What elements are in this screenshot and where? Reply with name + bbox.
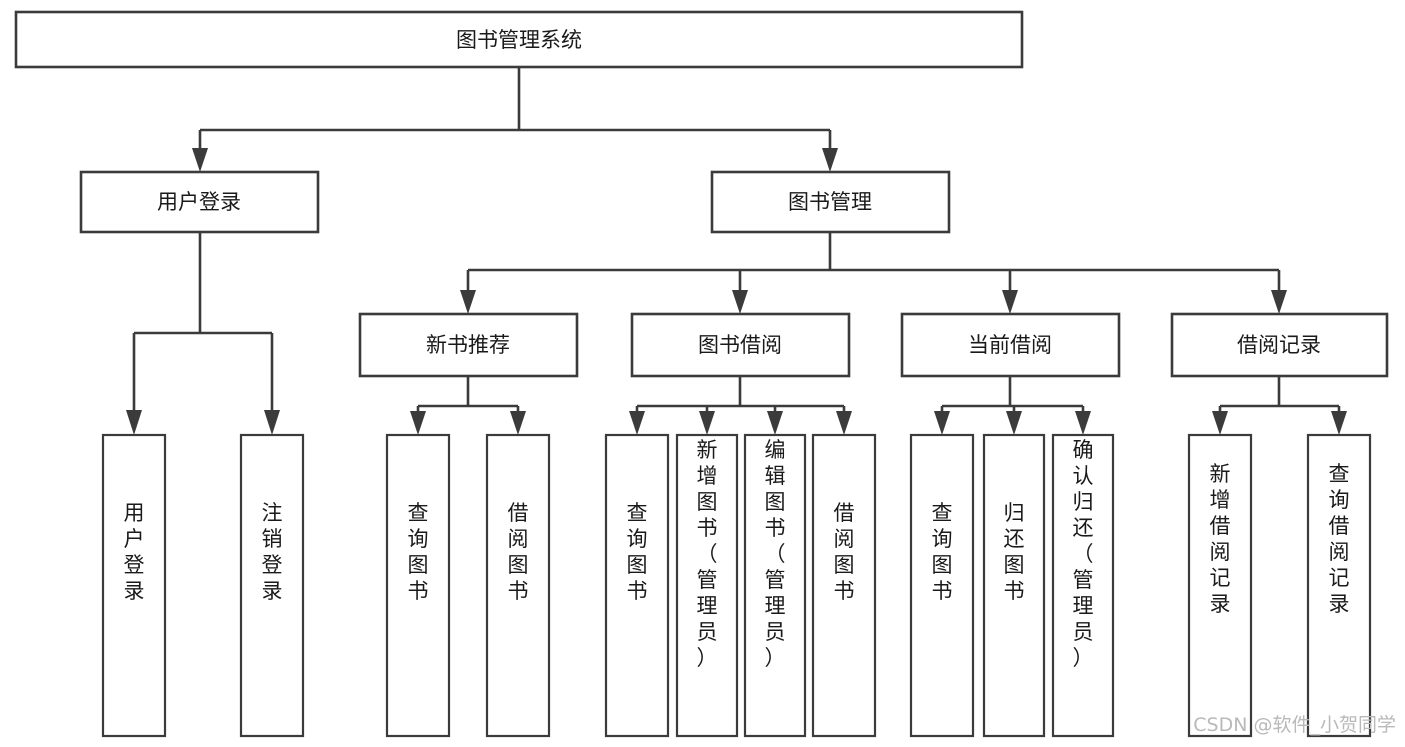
- arrow-head-to-leaf-return-book: [1006, 411, 1022, 435]
- arrow-head-to-book-manage: [822, 148, 838, 172]
- node-leaf-borrow-book-rec-label: 借阅图书: [508, 501, 529, 603]
- arrow-head-to-leaf-add-book: [699, 411, 715, 435]
- node-user-login-label: 用户登录: [157, 190, 241, 214]
- arrow-head-to-leaf-query-record: [1331, 411, 1347, 435]
- node-leaf-user-login-label: 用户登录: [124, 501, 145, 603]
- node-new-book-recommend-box[interactable]: [358, 312, 579, 378]
- arrow-head-to-leaf-query-book-brw: [629, 411, 645, 435]
- node-leaf-add-record-label: 新增借阅记录: [1210, 462, 1231, 616]
- node-borrow-record-label: 借阅记录: [1237, 333, 1321, 357]
- node-book-borrow-box[interactable]: [630, 312, 851, 378]
- node-leaf-query-record-box[interactable]: [1306, 433, 1372, 738]
- arrow-head-to-leaf-query-book-cur: [934, 411, 950, 435]
- node-book-manage-box[interactable]: [710, 170, 951, 234]
- node-leaf-query-record[interactable]: 查询借阅记录: [1306, 433, 1372, 738]
- arrow-head-to-book-borrow: [732, 290, 748, 314]
- connector-book-borrow-to-leaves: [635, 376, 846, 420]
- csdn-watermark: CSDN @软件_小贺同学: [1193, 714, 1396, 736]
- node-leaf-user-login-box[interactable]: [101, 433, 167, 738]
- connector-user-login-to-leaves: [132, 232, 274, 420]
- node-leaf-confirm-return-box[interactable]: [1051, 433, 1115, 738]
- node-leaf-query-book-brw-box[interactable]: [604, 433, 670, 738]
- node-leaf-query-book-cur-box[interactable]: [909, 433, 975, 738]
- node-new-book-recommend[interactable]: 新书推荐: [358, 312, 579, 378]
- node-leaf-logout-label: 注销登录: [262, 501, 283, 603]
- node-root-box[interactable]: [14, 10, 1024, 69]
- arrow-head-to-user-login: [192, 148, 208, 172]
- node-new-book-recommend-label: 新书推荐: [426, 333, 510, 357]
- node-book-manage-label: 图书管理: [788, 190, 872, 214]
- node-current-borrow-label: 当前借阅: [968, 333, 1052, 357]
- connector-book-manage-to-level3: [466, 232, 1281, 300]
- node-user-login[interactable]: 用户登录: [79, 170, 320, 234]
- node-leaf-confirm-return-label: 确认归还（管理员）: [1073, 438, 1094, 670]
- node-leaf-return-book-label: 归还图书: [1004, 501, 1025, 603]
- node-leaf-borrow-book-rec-box[interactable]: [485, 433, 551, 738]
- arrow-head-to-new-book-recommend: [460, 290, 476, 314]
- node-leaf-borrow-book-brw[interactable]: 借阅图书: [811, 433, 877, 738]
- node-leaf-add-book-label: 新增图书（管理员）: [697, 438, 718, 670]
- arrow-head-to-current-borrow: [1002, 290, 1018, 314]
- node-book-borrow[interactable]: 图书借阅: [630, 312, 851, 378]
- node-leaf-borrow-book-brw-box[interactable]: [811, 433, 877, 738]
- connector-new-book-recommend-to-leaves: [416, 376, 520, 420]
- node-leaf-logout-box[interactable]: [239, 433, 305, 738]
- node-leaf-query-book-rec-label: 查询图书: [408, 501, 429, 603]
- arrow-head-to-leaf-borrow-book-brw: [836, 411, 852, 435]
- node-leaf-return-book[interactable]: 归还图书: [982, 433, 1046, 738]
- node-leaf-borrow-book-rec[interactable]: 借阅图书: [485, 433, 551, 738]
- node-borrow-record[interactable]: 借阅记录: [1170, 312, 1389, 378]
- arrow-head-to-leaf-logout: [264, 410, 280, 435]
- arrow-head-to-leaf-borrow-book-rec: [510, 411, 526, 435]
- arrow-head-to-borrow-record: [1271, 290, 1287, 314]
- node-leaf-user-login[interactable]: 用户登录: [101, 433, 167, 738]
- arrow-head-to-leaf-add-record: [1212, 411, 1228, 435]
- arrow-head-to-leaf-query-book-rec: [410, 411, 426, 435]
- arrow-head-to-leaf-user-login: [126, 410, 142, 435]
- node-leaf-edit-book[interactable]: 编辑图书（管理员）: [743, 433, 807, 738]
- node-current-borrow[interactable]: 当前借阅: [900, 312, 1121, 378]
- node-leaf-logout[interactable]: 注销登录: [239, 433, 305, 738]
- node-leaf-query-book-cur[interactable]: 查询图书: [909, 433, 975, 738]
- node-book-borrow-label: 图书借阅: [698, 333, 782, 357]
- connector-borrow-record-to-leaves: [1218, 376, 1341, 420]
- node-leaf-borrow-book-brw-label: 借阅图书: [834, 501, 855, 603]
- node-leaf-add-book-box[interactable]: [675, 433, 739, 738]
- node-leaf-add-record-box[interactable]: [1187, 433, 1253, 738]
- node-leaf-query-book-rec-box[interactable]: [385, 433, 451, 738]
- node-borrow-record-box[interactable]: [1170, 312, 1389, 378]
- node-leaf-query-record-label: 查询借阅记录: [1329, 462, 1350, 616]
- node-leaf-add-book[interactable]: 新增图书（管理员）: [675, 433, 739, 738]
- node-leaf-query-book-brw-label: 查询图书: [627, 501, 648, 603]
- node-current-borrow-box[interactable]: [900, 312, 1121, 378]
- node-leaf-query-book-cur-label: 查询图书: [932, 501, 953, 603]
- node-leaf-query-book-brw[interactable]: 查询图书: [604, 433, 670, 738]
- node-root-label: 图书管理系统: [456, 28, 582, 52]
- arrow-head-to-leaf-edit-book: [767, 411, 783, 435]
- arrow-head-to-leaf-confirm-return: [1075, 411, 1091, 435]
- node-book-manage[interactable]: 图书管理: [710, 170, 951, 234]
- connector-layer: [126, 67, 1347, 435]
- node-leaf-edit-book-box[interactable]: [743, 433, 807, 738]
- node-leaf-add-record[interactable]: 新增借阅记录: [1187, 433, 1253, 738]
- node-leaf-edit-book-label: 编辑图书（管理员）: [765, 438, 786, 670]
- node-leaf-return-book-box[interactable]: [982, 433, 1046, 738]
- node-user-login-box[interactable]: [79, 170, 320, 234]
- node-root[interactable]: 图书管理系统: [14, 10, 1024, 69]
- node-leaf-query-book-rec[interactable]: 查询图书: [385, 433, 451, 738]
- connector-root-to-level2: [198, 67, 832, 158]
- node-leaf-confirm-return[interactable]: 确认归还（管理员）: [1051, 433, 1115, 738]
